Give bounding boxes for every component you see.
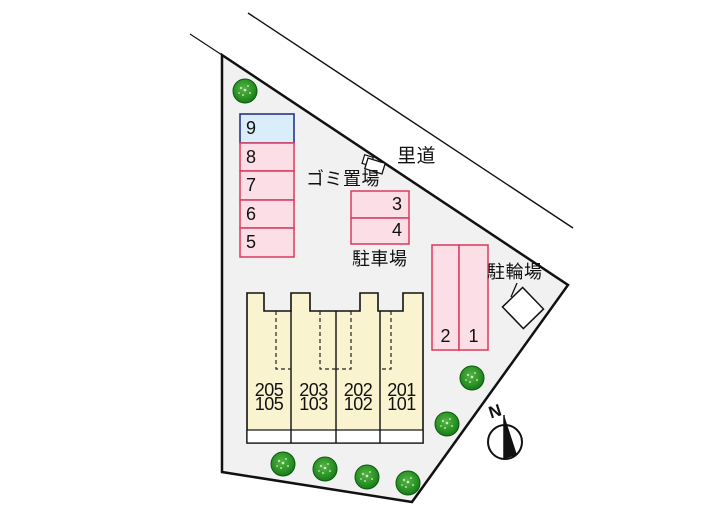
unit-label-203-103: 203 103 (291, 380, 336, 414)
tree-icon (232, 78, 258, 104)
unit-upper-number: 202 (343, 380, 373, 400)
bicycle-area-icon (501, 286, 545, 330)
north-arrow-icon (487, 415, 523, 460)
garbage-box-icon (361, 154, 387, 175)
stall-number-3: 3 (391, 194, 402, 214)
unit-label-202-102: 202 102 (336, 380, 380, 414)
bicycle-parking-label: 駐輪場 (487, 262, 543, 283)
unit-label-201-101: 201 101 (380, 380, 423, 414)
parking-stall-4 (350, 217, 410, 245)
unit-lower-number: 101 (387, 394, 416, 414)
building-outline (246, 292, 424, 444)
bicycle-leader-line (510, 282, 518, 298)
tree-icon (354, 464, 380, 490)
parking-stall-3 (350, 190, 410, 219)
parking-stall-2 (431, 244, 460, 351)
unit-upper-number: 201 (387, 380, 416, 400)
unit-upper-number: 205 (254, 380, 284, 400)
parking-stall-7 (239, 170, 295, 201)
tree-icon (270, 451, 296, 477)
stall-number-8: 8 (246, 147, 257, 167)
unit-label-205-105: 205 105 (247, 380, 291, 414)
road-lower-edge-line (189, 33, 223, 56)
tree-icon (434, 411, 460, 437)
parking-stall-1 (458, 244, 489, 351)
unit-lower-number: 102 (343, 394, 373, 414)
stall-number-4: 4 (391, 220, 402, 240)
stall-number-9: 9 (246, 118, 257, 138)
stall-number-5: 5 (246, 232, 257, 252)
stall-number-1: 1 (468, 326, 479, 346)
garbage-label: ゴミ置場 (306, 169, 380, 190)
unit-upper-number: 203 (299, 380, 328, 400)
parking-stall-6 (239, 199, 295, 229)
tree-icon (459, 365, 485, 391)
building-balcony-strip (246, 429, 424, 444)
unit-lower-number: 103 (299, 394, 328, 414)
road-upper-edge-line (247, 12, 574, 229)
parking-lot-label: 駐車場 (352, 249, 408, 270)
parking-stall-9 (239, 113, 295, 144)
tree-icon (395, 470, 421, 496)
tree-icon (312, 456, 338, 482)
road-label: 里道 (397, 145, 437, 167)
stall-number-7: 7 (246, 175, 257, 195)
stall-number-6: 6 (246, 204, 257, 224)
entry-stair-dashed-lines (275, 311, 392, 370)
unit-lower-number: 105 (254, 394, 284, 414)
stall-number-2: 2 (440, 326, 451, 346)
parking-stall-5 (239, 227, 295, 258)
